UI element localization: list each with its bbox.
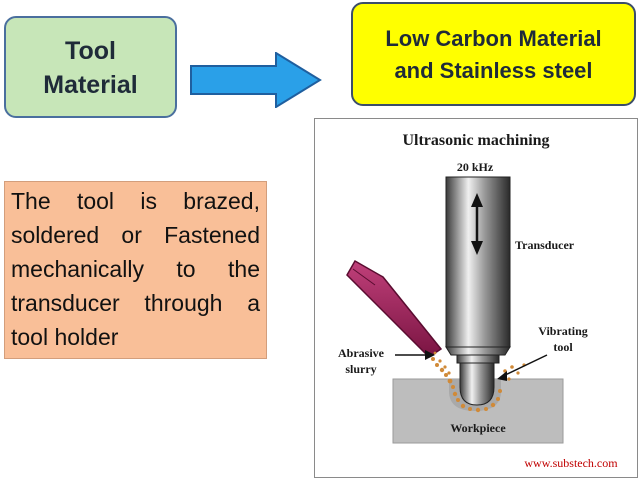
vibrating-tool-tip [459,362,495,406]
figure-title: Ultrasonic machining [402,132,549,149]
material-type-line2: and Stainless steel [394,58,593,83]
vibrating-tool-label-line1: Vibrating [538,324,588,338]
ultrasonic-machining-diagram: Ultrasonic machining 20 kHz [338,132,618,470]
material-type-line1: Low Carbon Material [385,26,602,52]
abrasive-particles [425,351,526,413]
vibrating-tool-label-line2: tool [553,340,573,354]
transducer-taper [445,346,511,356]
source-credit: www.substech.com [524,456,618,470]
ultrasonic-machining-figure: Ultrasonic machining 20 kHz [314,118,638,478]
vibrating-tool-pointer [497,354,548,381]
tool-material-box: Tool Material [4,16,177,118]
workpiece-label: Workpiece [450,421,506,435]
frequency-label: 20 kHz [457,160,494,174]
slurry-nozzle [346,259,443,358]
abrasive-slurry-label-line2: slurry [345,362,376,376]
tool-holder [456,354,500,364]
description-box: The tool is brazed, soldered or Fastened… [4,181,267,359]
material-type-box: Low Carbon Material and Stainless steel [351,2,636,106]
transducer-label: Transducer [515,238,575,252]
abrasive-slurry-label-line1: Abrasive [338,346,385,360]
tool-material-line2: Material [43,71,138,99]
right-arrow-icon [190,52,322,108]
tool-material-line1: Tool [65,37,116,66]
description-text: The tool is brazed, soldered or Fastened… [11,188,260,351]
abrasive-slurry-pointer [395,350,435,360]
vibration-arrow-icon [471,193,483,255]
